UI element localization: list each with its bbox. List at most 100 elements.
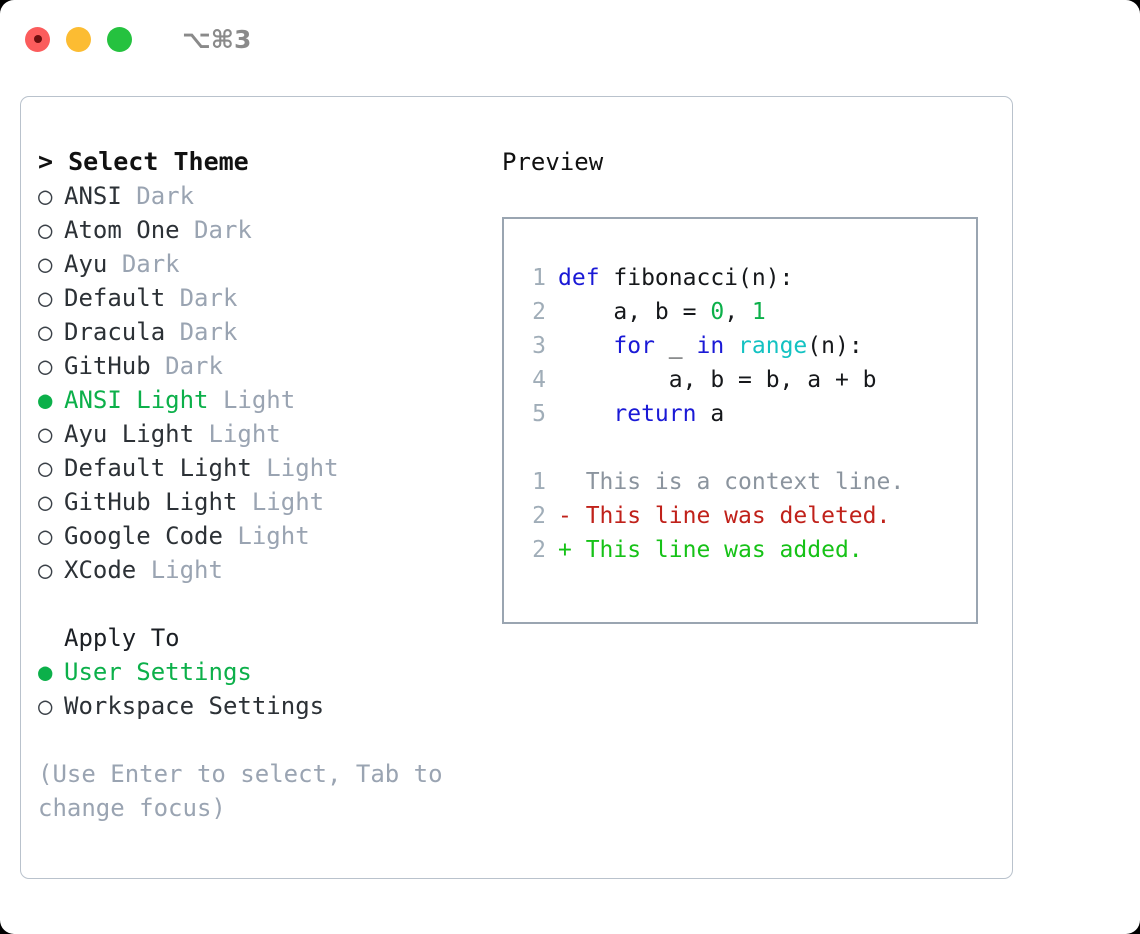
theme-option-variant: Light xyxy=(251,488,325,516)
apply-to-option-label: Workspace Settings xyxy=(64,692,325,720)
theme-option-label: Atom One xyxy=(64,216,180,244)
diff-line-del: 2 - This line was deleted. xyxy=(520,499,904,533)
theme-option-variant: Dark xyxy=(121,250,180,278)
theme-option-label: GitHub xyxy=(64,352,151,380)
radio-selected-icon: ● xyxy=(38,386,53,414)
code-line: 2 a, b = 0, 1 xyxy=(520,295,904,329)
theme-option-ayu-light[interactable]: ○ Ayu Light Light xyxy=(38,417,488,451)
apply-to-option-label: User Settings xyxy=(64,658,252,686)
apply-to-list: ● User Settings ○ Workspace Settings xyxy=(38,655,488,723)
theme-option-label: Google Code xyxy=(64,522,223,550)
code-token: in xyxy=(696,333,725,359)
maximize-button[interactable] xyxy=(107,26,132,52)
theme-option-variant: Light xyxy=(150,556,223,584)
radio-unselected-icon: ○ xyxy=(38,692,53,720)
theme-option-dracula[interactable]: ○Dracula Dark xyxy=(38,315,488,349)
apply-to-heading: Apply To xyxy=(64,624,180,652)
code-line: 3 for _ in range(n): xyxy=(520,329,904,363)
theme-option-ansi[interactable]: ○ ANSI Dark xyxy=(38,179,488,213)
theme-option-variant: Dark xyxy=(194,216,252,244)
spacer xyxy=(38,587,488,621)
diff-line-text: + This line was added. xyxy=(558,537,863,563)
line-number: 1 xyxy=(532,265,546,291)
minimize-button[interactable] xyxy=(66,26,91,52)
code-token: a xyxy=(696,401,725,427)
close-button[interactable] xyxy=(25,26,50,52)
spacer xyxy=(180,213,194,247)
title-bar: ⌥⌘3 xyxy=(0,0,1140,78)
theme-option-github[interactable]: ○GitHub Dark xyxy=(38,349,488,383)
spacer xyxy=(237,485,251,519)
spacer xyxy=(107,247,121,281)
code-token: _ xyxy=(654,333,697,359)
theme-option-variant: Dark xyxy=(136,182,195,210)
apply-to-option-user-settings[interactable]: ● User Settings xyxy=(38,655,488,689)
radio-unselected-icon: ○ xyxy=(38,318,53,346)
code-token: (n): xyxy=(807,333,863,359)
theme-option-xcode[interactable]: ○ XCode Light xyxy=(38,553,488,587)
diff-line-add: 2 + This line was added. xyxy=(520,533,904,567)
radio-unselected-icon: ○ xyxy=(38,454,53,482)
theme-picker-column: > Select Theme ○ANSI Dark○Atom One Dark○… xyxy=(38,145,488,825)
theme-option-variant: Light xyxy=(237,522,310,550)
code-token: return xyxy=(613,401,697,427)
radio-unselected-icon: ○ xyxy=(38,522,53,550)
code-token xyxy=(558,333,613,359)
code-token xyxy=(724,333,738,359)
radio-selected-icon: ● xyxy=(38,658,53,686)
theme-option-variant: Dark xyxy=(165,352,223,380)
theme-option-label: XCode xyxy=(64,556,137,584)
radio-unselected-icon: ○ xyxy=(38,420,53,448)
theme-option-variant: Light xyxy=(208,420,281,448)
theme-option-github-light[interactable]: ○GitHub Light Light xyxy=(38,485,488,519)
spacer xyxy=(209,383,223,417)
code-token: range xyxy=(738,333,808,359)
code-token: a, b = xyxy=(558,299,711,325)
line-number: 2 xyxy=(532,503,546,529)
code-token: , xyxy=(724,299,752,325)
radio-unselected-icon: ○ xyxy=(38,556,53,584)
diff-line-text: - This line was deleted. xyxy=(558,503,891,529)
line-number: 2 xyxy=(532,537,546,563)
apply-to-option-workspace-settings[interactable]: ○ Workspace Settings xyxy=(38,689,488,723)
code-line-text: a, b = 0, 1 xyxy=(558,295,765,329)
line-number: 2 xyxy=(532,299,546,325)
theme-option-default[interactable]: ○Default Dark xyxy=(38,281,488,315)
spacer xyxy=(165,315,179,349)
diff-line-text: This is a context line. xyxy=(558,469,905,495)
theme-option-atom-one[interactable]: ○Atom One Dark xyxy=(38,213,488,247)
theme-option-default-light[interactable]: ○Default Light Light xyxy=(38,451,488,485)
spacer xyxy=(520,431,904,465)
code-line-text: def fibonacci(n): xyxy=(558,261,793,295)
code-token: for xyxy=(613,333,655,359)
code-line: 5 return a xyxy=(520,397,904,431)
theme-option-label: ANSI xyxy=(64,182,122,210)
keyboard-shortcut-label: ⌥⌘3 xyxy=(182,24,252,54)
code-token: 0 xyxy=(710,299,725,325)
radio-unselected-icon: ○ xyxy=(38,182,53,210)
spacer xyxy=(151,349,165,383)
theme-option-ayu[interactable]: ○Ayu Dark xyxy=(38,247,488,281)
theme-option-label: Default xyxy=(64,284,166,312)
spacer xyxy=(223,519,237,553)
code-line-text: for _ in range(n): xyxy=(558,329,863,363)
line-number: 1 xyxy=(532,469,546,495)
theme-option-google-code[interactable]: ○ Google Code Light xyxy=(38,519,488,553)
radio-unselected-icon: ○ xyxy=(38,284,53,312)
line-number: 5 xyxy=(532,401,546,427)
spacer xyxy=(136,553,150,587)
spacer xyxy=(194,417,208,451)
spacer xyxy=(252,451,266,485)
theme-option-label: GitHub Light xyxy=(64,488,238,516)
code-line-text: return a xyxy=(558,397,724,431)
spacer xyxy=(38,723,488,757)
theme-option-label: Ayu xyxy=(64,250,108,278)
theme-option-label: Default Light xyxy=(64,454,252,482)
main-panel: > Select Theme ○ANSI Dark○Atom One Dark○… xyxy=(20,96,1013,879)
theme-option-ansi-light[interactable]: ●ANSI Light Light xyxy=(38,383,488,417)
theme-option-label: Ayu Light xyxy=(64,420,195,448)
code-line: 4 a, b = b, a + b xyxy=(520,363,904,397)
